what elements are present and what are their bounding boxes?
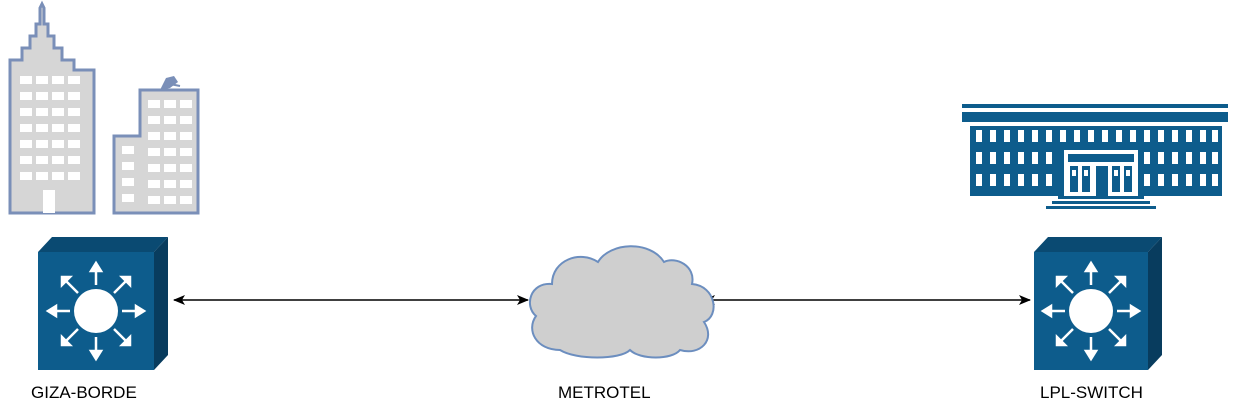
node-label-lpl-switch: LPL-SWITCH (1040, 383, 1143, 402)
school-building-icon (962, 104, 1228, 209)
office-building-icon (8, 0, 200, 215)
node-label-giza-borde: GIZA-BORDE (31, 383, 137, 402)
layer3-switch-icon-left (38, 237, 168, 370)
node-label-metrotel: METROTEL (558, 383, 651, 402)
cloud-icon (528, 245, 715, 359)
layer3-switch-icon-right (1034, 237, 1162, 370)
